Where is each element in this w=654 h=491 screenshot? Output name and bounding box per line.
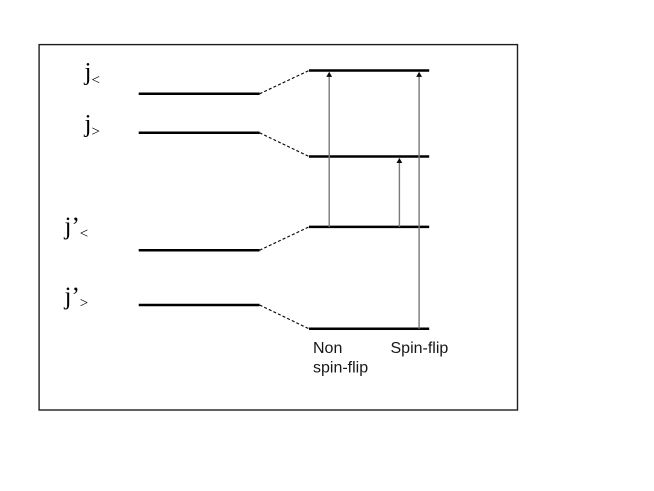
- svg-text:spin-flip: spin-flip: [313, 360, 368, 377]
- svg-text:Spin-flip: Spin-flip: [391, 340, 449, 357]
- svg-text:Non: Non: [313, 340, 342, 357]
